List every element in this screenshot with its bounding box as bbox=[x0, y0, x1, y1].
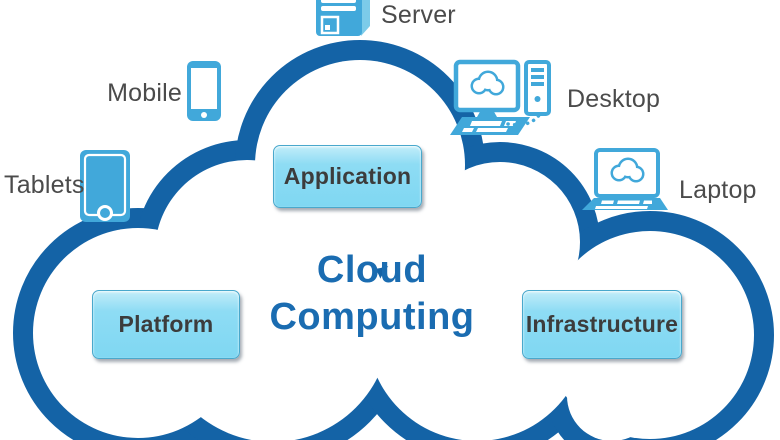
diagram-title-line1: Cloud bbox=[316, 249, 428, 291]
application-box-label: Application bbox=[283, 163, 412, 189]
platform-box-label: Platform bbox=[118, 311, 214, 337]
diagram-title-line2: Computing bbox=[269, 296, 475, 338]
mobile-label: Mobile bbox=[107, 79, 182, 107]
desktop-label: Desktop bbox=[567, 85, 661, 113]
mobile-icon bbox=[187, 61, 221, 121]
laptop-label: Laptop bbox=[679, 176, 757, 204]
laptop-icon bbox=[582, 148, 668, 210]
infrastructure-box-label: Infrastructure bbox=[525, 311, 679, 337]
infrastructure-box: Infrastructure bbox=[522, 290, 682, 359]
application-box: Application bbox=[273, 145, 422, 208]
diagram-title: Cloud Computing bbox=[230, 247, 514, 341]
server-icon bbox=[316, 0, 370, 36]
desktop-icon bbox=[450, 59, 551, 135]
tablet-icon bbox=[80, 150, 130, 222]
tablets-label: Tablets bbox=[4, 171, 85, 199]
server-label: Server bbox=[381, 1, 456, 29]
platform-box: Platform bbox=[92, 290, 240, 359]
